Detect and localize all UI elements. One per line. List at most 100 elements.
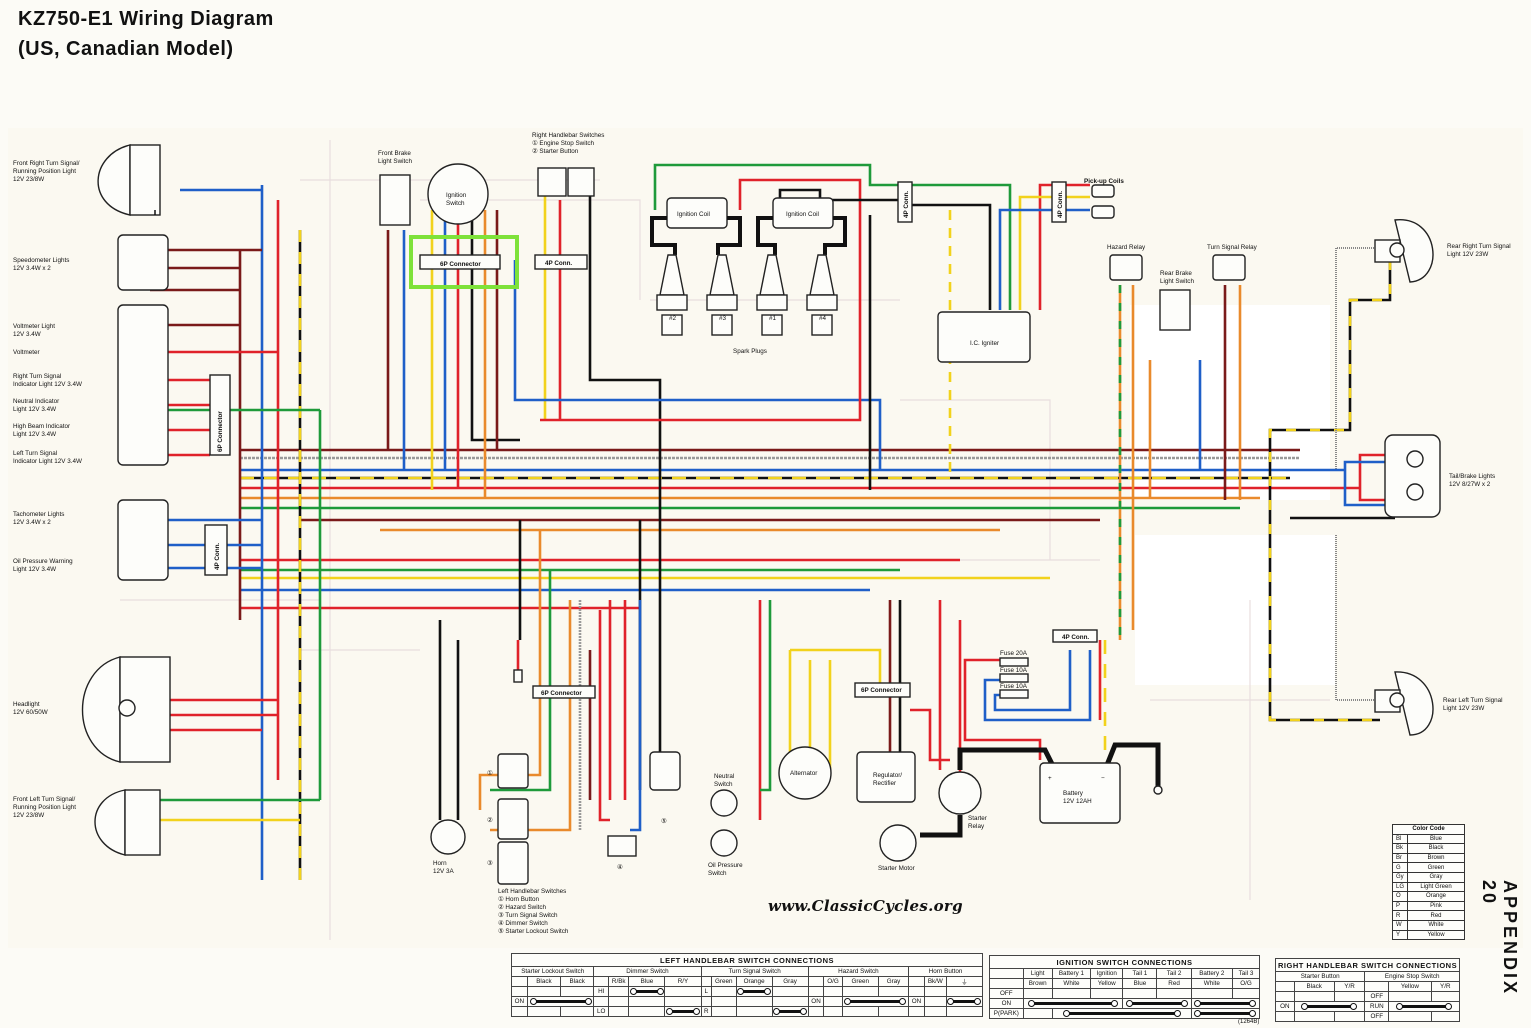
label-plug-number: #4 xyxy=(819,315,827,322)
label-4p-conn-vertical: 4P Conn. xyxy=(903,191,910,218)
label-right-turn-indicator: Indicator Light 12V 3.4W xyxy=(13,381,82,388)
wire-color-header: Blue xyxy=(1122,978,1158,989)
color-name: Yellow xyxy=(1407,929,1466,941)
label-starter-relay: Relay xyxy=(968,823,985,830)
position-label: P(PARK) xyxy=(989,1008,1024,1019)
switch-group-name: Engine Stop Switch xyxy=(1364,971,1461,982)
label-circle-4: ④ xyxy=(617,864,623,871)
oil-pressure-switch xyxy=(710,829,738,857)
label-left-turn-indicator: Indicator Light 12V 3.4W xyxy=(13,458,82,465)
connector-6p-top xyxy=(419,254,501,270)
label-6p-connector-left: 6P Connector xyxy=(217,411,224,452)
connection-cell xyxy=(560,986,595,997)
turn-signal-switch[interactable] xyxy=(497,841,529,885)
label-hazard-relay: Hazard Relay xyxy=(1107,244,1146,251)
connection-cell xyxy=(1388,1001,1461,1012)
wire-color-header: White xyxy=(1051,978,1092,989)
label-left-handlebar-switches: ③ Turn Signal Switch xyxy=(498,912,558,919)
highlight-6p-connector[interactable] xyxy=(409,235,519,289)
table-title: RIGHT HANDLEBAR SWITCH CONNECTIONS xyxy=(1274,958,1461,972)
ignition-coil-1 xyxy=(666,197,728,229)
connection-cell xyxy=(1190,1008,1261,1019)
blank-cell xyxy=(989,978,1024,989)
position-label xyxy=(908,986,925,997)
color-abbrev: R xyxy=(1391,910,1409,921)
label-left-handlebar-switches: Left Handlebar Switches xyxy=(498,888,566,895)
label-tachometer: Tachometer Lights xyxy=(13,511,64,518)
connection-cell xyxy=(877,986,910,997)
wire-color-header: Red xyxy=(1156,978,1192,989)
headlight xyxy=(81,656,171,763)
switch-group-name: Dimmer Switch xyxy=(593,966,702,977)
terminal-header: Tail 1 xyxy=(1122,968,1158,979)
ignition-switch[interactable] xyxy=(427,163,489,225)
hazard-switch[interactable] xyxy=(497,798,529,840)
label-right-turn-indicator: Right Turn Signal xyxy=(13,373,61,380)
starter-lockout-switch[interactable] xyxy=(649,751,681,791)
label-oil-pressure-switch: Oil Pressure xyxy=(708,862,743,869)
continuity-bar xyxy=(773,1007,808,1015)
label-right-handlebar-switches: Right Handlebar Switches xyxy=(532,132,604,139)
front-left-turn-signal-light xyxy=(94,789,161,856)
label-fuse-10a: Fuse 10A xyxy=(1000,683,1028,690)
horn-button[interactable] xyxy=(497,753,529,789)
table-title: IGNITION SWITCH CONNECTIONS xyxy=(989,955,1260,969)
wire-color-header: Black xyxy=(526,976,562,987)
color-abbrev: W xyxy=(1391,919,1409,931)
label-left-turn-indicator: Left Turn Signal xyxy=(13,450,57,457)
connection-cell xyxy=(664,1006,702,1017)
position-label: OFF xyxy=(989,988,1024,999)
blank-cell xyxy=(807,976,825,987)
wire-color-header: Brown xyxy=(1022,978,1053,989)
label-battery: 12V 12AH xyxy=(1063,798,1092,805)
component-labels: Front Right Turn Signal/Running Position… xyxy=(13,132,1511,935)
label-fuse-10a: Fuse 10A xyxy=(1000,667,1028,674)
connection-cell xyxy=(526,996,595,1007)
connection-cell xyxy=(560,1006,595,1017)
blank-cell xyxy=(593,976,610,987)
label-circle-5: ⑤ xyxy=(661,818,667,825)
connection-cell xyxy=(1388,1011,1432,1022)
connection-cell xyxy=(608,1006,630,1017)
diagram-title: KZ750-E1 Wiring Diagram xyxy=(18,8,274,30)
position-label xyxy=(807,1006,825,1017)
label-6p-connector-regulator: 6P Connector xyxy=(861,687,902,694)
label-rear-left-turn: Light 12V 23W xyxy=(1443,705,1484,712)
speedometer-lights xyxy=(117,234,169,291)
wire-color-header: Green xyxy=(710,976,737,987)
connection-cell xyxy=(1122,998,1192,1009)
wire-color-header: Yellow xyxy=(1090,978,1124,989)
position-label: ON xyxy=(1275,1001,1295,1012)
color-name: Green xyxy=(1407,862,1466,873)
dimmer-switch[interactable] xyxy=(607,835,637,857)
label-headlight: 12V 60/50W xyxy=(13,709,48,716)
label-voltmeter-light: Voltmeter Light xyxy=(13,323,55,330)
front-right-turn-signal-light xyxy=(97,144,161,216)
engine-stop-switch[interactable] xyxy=(537,167,567,197)
label-neutral-switch: Neutral xyxy=(714,773,734,780)
starter-button[interactable] xyxy=(567,167,595,197)
label-plug-number: #3 xyxy=(719,315,727,322)
wire-color-header: O/G xyxy=(1231,978,1261,989)
label-voltmeter: Voltmeter xyxy=(13,349,40,356)
label-tachometer: 12V 3.4W x 2 xyxy=(13,519,51,526)
connection-cell xyxy=(1333,1011,1366,1022)
connection-cell xyxy=(526,986,562,997)
wire-color-header: O/G xyxy=(823,976,843,987)
label-starter-relay: Starter xyxy=(968,815,987,822)
position-label: RUN xyxy=(1364,1001,1390,1012)
color-name: White xyxy=(1407,919,1466,931)
connection-cell xyxy=(877,1006,910,1017)
label-oil-pressure-light: Oil Pressure Warning xyxy=(13,558,73,565)
label-battery: Battery xyxy=(1063,790,1084,797)
ground-symbol xyxy=(1153,785,1163,795)
connection-cell xyxy=(608,986,630,997)
